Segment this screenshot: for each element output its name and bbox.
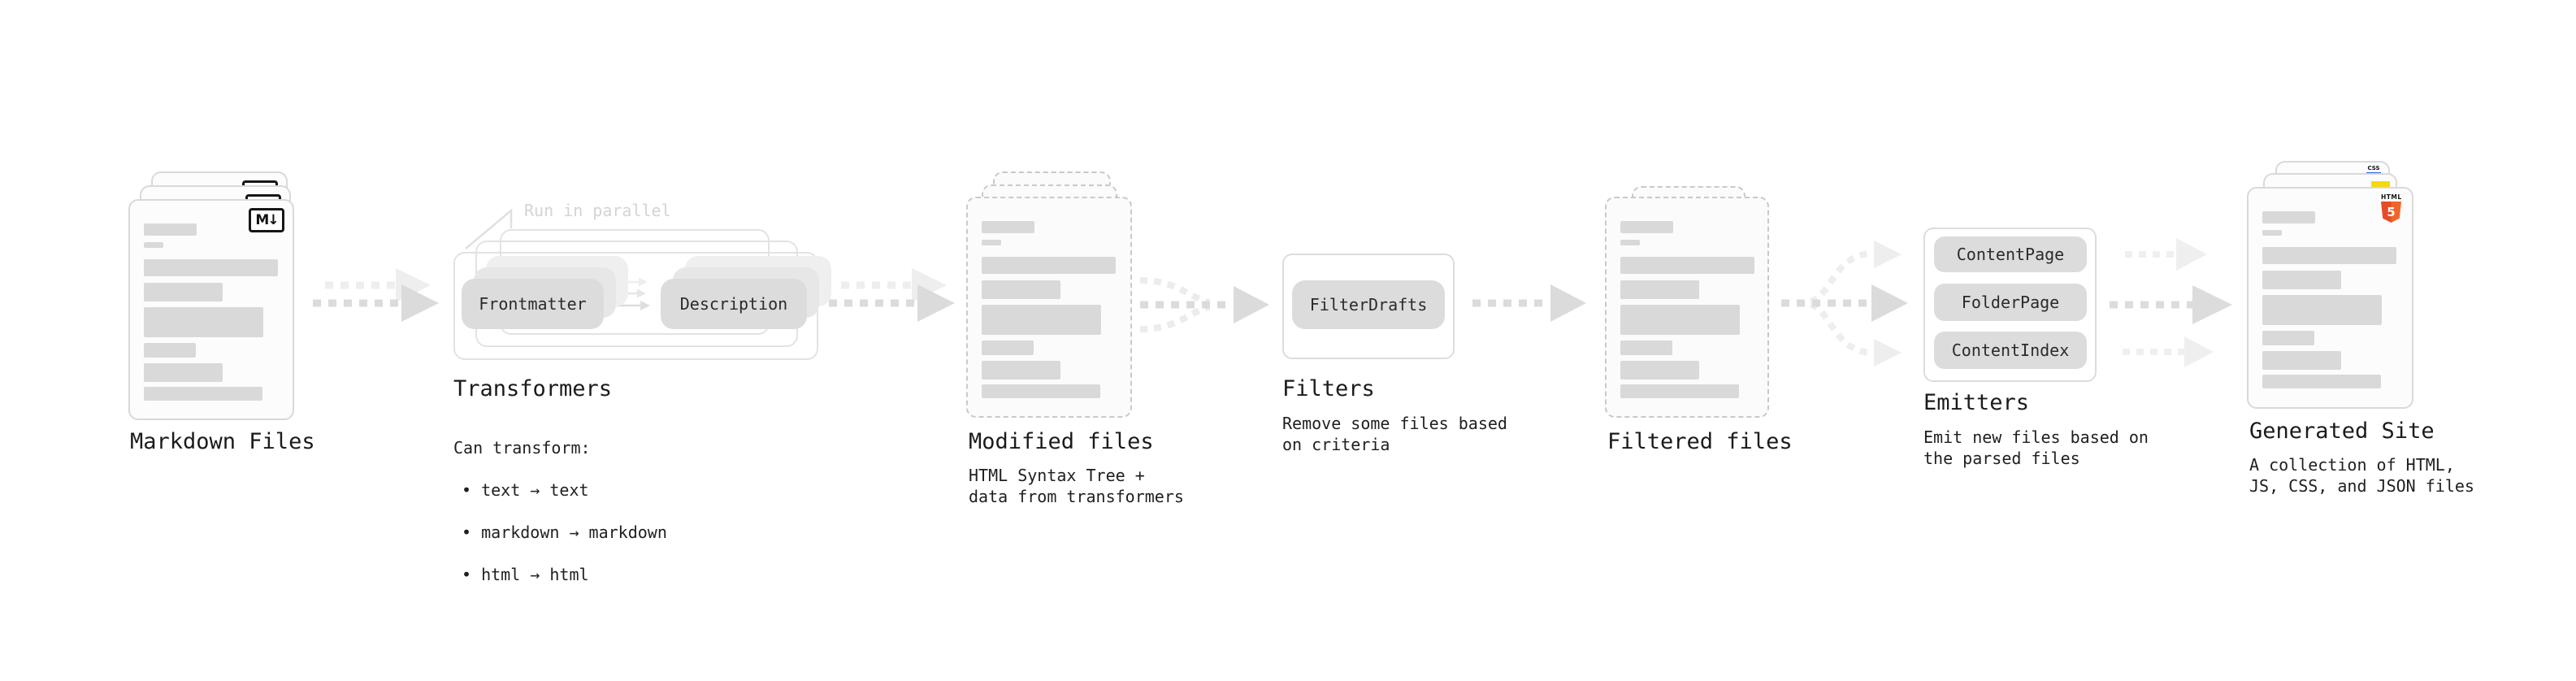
description-pill: Description bbox=[661, 279, 807, 329]
text-line-bar bbox=[144, 363, 223, 382]
site-file-card-html: HTML 5 bbox=[2247, 187, 2413, 409]
html5-icon-number: 5 bbox=[2387, 205, 2396, 219]
css-icon-label: CSS bbox=[2367, 165, 2380, 171]
text-line-bar bbox=[1620, 221, 1673, 233]
text-line-bar bbox=[144, 259, 278, 276]
text-line-bar bbox=[982, 384, 1100, 398]
text-line-bar bbox=[1620, 340, 1672, 355]
transformers-caption: Can transform: • text → text • markdown … bbox=[453, 416, 667, 606]
text-line-bar bbox=[982, 280, 1060, 299]
text-line-bar bbox=[1620, 240, 1640, 245]
text-line-bar bbox=[982, 340, 1034, 355]
emitters-label: Emitters bbox=[1923, 390, 2030, 415]
run-in-parallel-annotation: Run in parallel bbox=[524, 201, 671, 220]
arrow-modified-to-filters bbox=[1139, 277, 1269, 332]
generated-site-caption: A collection of HTML, JS, CSS, and JSON … bbox=[2249, 455, 2474, 496]
text-line-bar bbox=[982, 221, 1034, 233]
modified-files-caption: HTML Syntax Tree + data from transformer… bbox=[969, 466, 1184, 506]
text-line-bar bbox=[2262, 295, 2382, 325]
text-line-bar bbox=[2262, 375, 2381, 388]
html5-icon: HTML 5 bbox=[2381, 194, 2401, 223]
markdown-icon: M↓ bbox=[249, 208, 284, 232]
text-line-bar bbox=[144, 387, 262, 401]
markdown-file-card-front: M↓ bbox=[128, 199, 294, 420]
text-line-bar bbox=[2262, 211, 2315, 223]
modified-files-label: Modified files bbox=[969, 429, 1154, 454]
transform-bullet: • html → html bbox=[462, 565, 589, 584]
folder-page-pill: FolderPage bbox=[1934, 284, 2087, 321]
arrow-filters-to-filtered bbox=[1472, 284, 1586, 322]
text-line-bar bbox=[982, 361, 1060, 380]
text-line-bar bbox=[144, 223, 197, 236]
text-line-bar bbox=[1620, 257, 1754, 274]
arrow-filtered-to-emitters bbox=[1781, 241, 1908, 367]
text-line-bar bbox=[1620, 361, 1699, 380]
frontmatter-pill: Frontmatter bbox=[462, 279, 604, 329]
text-line-bar bbox=[2262, 271, 2341, 289]
text-line-bar bbox=[2262, 247, 2396, 264]
filtered-file-card-front bbox=[1605, 197, 1769, 418]
transform-bullet: • text → text bbox=[462, 480, 589, 500]
text-line-bar bbox=[982, 257, 1116, 274]
text-line-bar bbox=[144, 283, 223, 301]
text-line-bar bbox=[2262, 351, 2341, 370]
text-line-bar bbox=[144, 343, 196, 358]
annotation-connector-line bbox=[465, 208, 513, 249]
filtered-files-label: Filtered files bbox=[1607, 429, 1793, 454]
text-line-bar bbox=[1620, 305, 1740, 335]
markdown-files-label: Markdown Files bbox=[130, 429, 315, 454]
text-line-bar bbox=[1620, 280, 1699, 299]
modified-file-card-front bbox=[966, 197, 1132, 418]
arrow-transformers-to-modified bbox=[829, 268, 955, 322]
text-line-bar bbox=[2262, 331, 2314, 345]
text-line-bar bbox=[982, 240, 1001, 245]
html5-icon-label: HTML bbox=[2381, 193, 2402, 201]
text-line-bar bbox=[2262, 230, 2282, 236]
arrow-markdown-to-transformers bbox=[313, 268, 439, 322]
caption-line: Can transform: bbox=[453, 438, 591, 458]
content-page-pill: ContentPage bbox=[1934, 236, 2087, 272]
js-icon bbox=[2371, 181, 2390, 189]
transform-bullet: • markdown → markdown bbox=[462, 523, 667, 542]
filter-drafts-pill: FilterDrafts bbox=[1292, 280, 1445, 329]
generated-site-label: Generated Site bbox=[2249, 419, 2435, 444]
text-line-bar bbox=[982, 305, 1101, 335]
text-line-bar bbox=[144, 242, 163, 248]
filters-label: Filters bbox=[1282, 376, 1375, 401]
emitters-caption: Emit new files based on the parsed files bbox=[1923, 427, 2149, 468]
filters-caption: Remove some files based on criteria bbox=[1282, 414, 1507, 454]
transformers-label: Transformers bbox=[453, 376, 613, 401]
text-line-bar bbox=[144, 307, 263, 337]
arrow-emitters-to-site bbox=[2110, 238, 2232, 367]
content-index-pill: ContentIndex bbox=[1934, 332, 2087, 369]
text-line-bar bbox=[1620, 384, 1739, 398]
